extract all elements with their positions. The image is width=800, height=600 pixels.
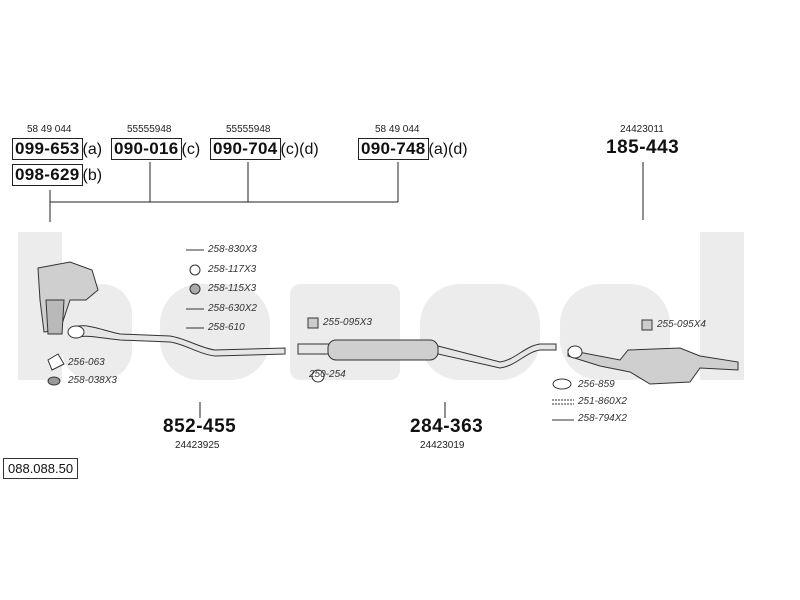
part-label[interactable]: 256-063 [68,357,105,368]
kit-oem-1: 58 49 044 [27,124,72,135]
kit-code-3: 090-016 [111,138,182,160]
part-oem-middle: 24423019 [420,440,465,451]
kit-code-1: 099-653 [12,138,83,160]
kit-code-2: 098-629 [12,164,83,186]
kit-connector-lines [49,162,644,418]
part-label[interactable]: 258-610 [208,322,245,333]
reference-number: 088.088.50 [3,458,79,479]
front-pipe [67,325,286,357]
part-label[interactable]: 258-630X2 [208,303,257,314]
part-label[interactable]: 258-794X2 [578,413,627,424]
part-label[interactable]: 255-095X4 [657,319,706,330]
manifold-part [37,261,99,335]
kit-oem-5: 58 49 044 [375,124,420,135]
kit-suffix-1: (a) [82,141,103,158]
middle-muffler [297,339,557,383]
part-code-middle[interactable]: 284-363 [410,416,484,437]
kit-code-4: 090-704 [210,138,281,160]
part-code-front[interactable]: 852-455 [163,416,237,437]
part-label[interactable]: 258-115X3 [208,283,257,294]
hardware-icons [47,249,653,421]
part-label[interactable]: 258-117X3 [208,264,257,275]
kit-code-5: 090-748 [358,138,429,160]
kit-oem-4: 55555948 [226,124,271,135]
kit-3[interactable]: 090-016(c) [111,138,200,160]
kit-2[interactable]: 098-629(b) [12,164,102,186]
part-label[interactable]: 256-859 [578,379,615,390]
kit-oem-3: 55555948 [127,124,172,135]
kit-4[interactable]: 090-704(c)(d) [210,138,319,160]
part-label[interactable]: 255-095X3 [323,317,372,328]
part-oem-front: 24423925 [175,440,220,451]
part-label[interactable]: 258-830X3 [208,244,257,255]
kit-suffix-3: (c) [181,141,201,158]
rear-muffler [567,345,739,385]
kit-suffix-5: (a)(d) [428,141,468,158]
part-label[interactable]: 250-254 [309,369,346,380]
kit-5[interactable]: 090-748(a)(d) [358,138,468,160]
part-code-rear[interactable]: 185-443 [606,137,680,158]
part-label[interactable]: 251-860X2 [578,396,627,407]
part-oem-rear: 24423011 [620,124,664,135]
kit-suffix-4: (c)(d) [280,141,319,158]
kit-1[interactable]: 099-653(a) [12,138,102,160]
part-label[interactable]: 258-038X3 [68,375,117,386]
kit-suffix-2: (b) [82,167,103,184]
